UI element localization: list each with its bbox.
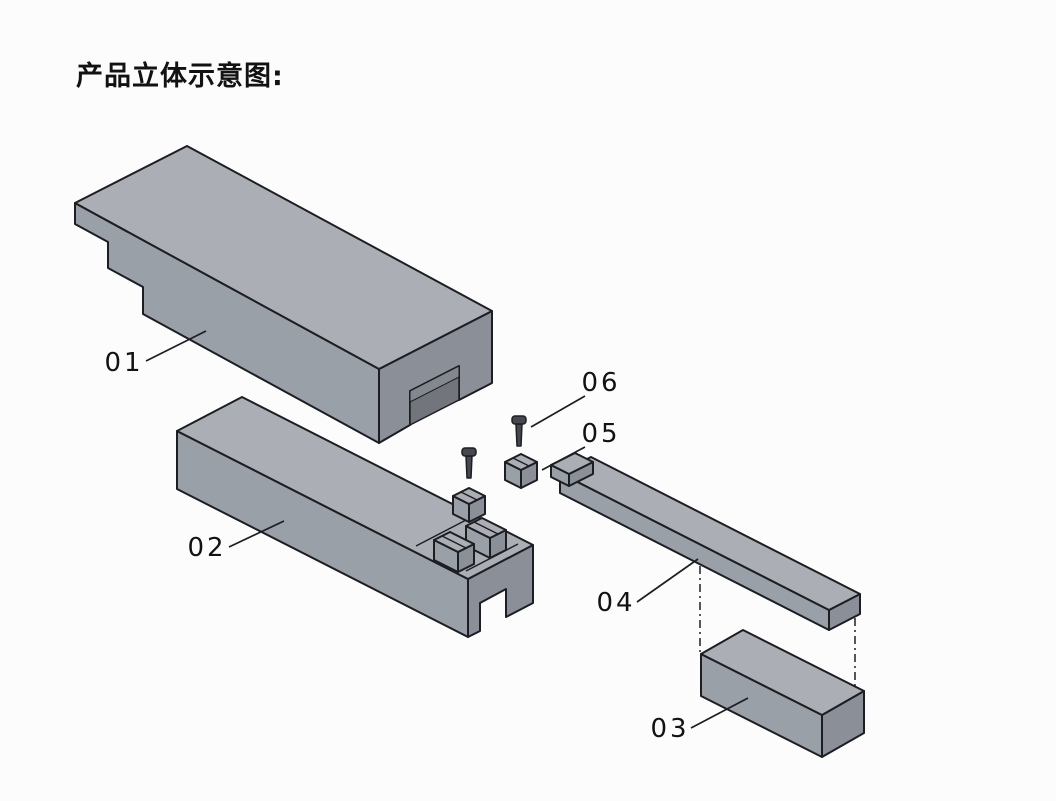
clamp-block-groove bbox=[460, 491, 478, 501]
part-01-channel-ceiling bbox=[409, 365, 460, 403]
seat-block-groove bbox=[473, 521, 499, 535]
alignment-guides bbox=[699, 566, 856, 688]
part-05-block-left bbox=[452, 487, 486, 523]
screw-head bbox=[511, 415, 527, 425]
part-06-screw-left bbox=[461, 447, 477, 479]
diagram-title: 产品立体示意图: bbox=[76, 61, 284, 92]
part-01-label: 01 bbox=[104, 348, 143, 378]
part-02-end-face bbox=[467, 544, 534, 638]
leader-line-06 bbox=[530, 395, 586, 428]
screw-head bbox=[461, 447, 477, 457]
part-02-slot-groove bbox=[415, 518, 469, 547]
part-04-label: 04 bbox=[596, 588, 635, 618]
leader-line-05 bbox=[541, 446, 586, 471]
leader-line-03 bbox=[690, 697, 749, 729]
part-01-top-face bbox=[74, 145, 493, 370]
part-02-seat-block-back bbox=[465, 517, 507, 559]
part-03-label: 03 bbox=[650, 714, 689, 744]
part-06-screw-right bbox=[511, 415, 527, 447]
part-05-label: 05 bbox=[581, 419, 620, 449]
screw-shaft bbox=[465, 455, 473, 479]
part-06-label: 06 bbox=[581, 368, 620, 398]
leader-line-04 bbox=[636, 558, 699, 603]
part-02-top-face bbox=[176, 396, 534, 580]
part-01 bbox=[74, 145, 493, 444]
part-03 bbox=[700, 629, 865, 758]
part-04 bbox=[550, 452, 861, 631]
part-05-block-right bbox=[504, 453, 538, 489]
part-02-label: 02 bbox=[187, 533, 226, 563]
clamp-block-groove bbox=[512, 457, 530, 467]
leader-line-02 bbox=[228, 520, 285, 548]
screw-shaft bbox=[515, 423, 523, 447]
part-02 bbox=[176, 396, 534, 638]
seat-block-groove bbox=[441, 535, 467, 549]
callouts: 01 02 03 04 05 06 bbox=[104, 330, 749, 744]
part-02-seat-block-front bbox=[433, 531, 475, 573]
leader-line-01 bbox=[145, 330, 207, 362]
part-03-top-face bbox=[700, 629, 865, 716]
